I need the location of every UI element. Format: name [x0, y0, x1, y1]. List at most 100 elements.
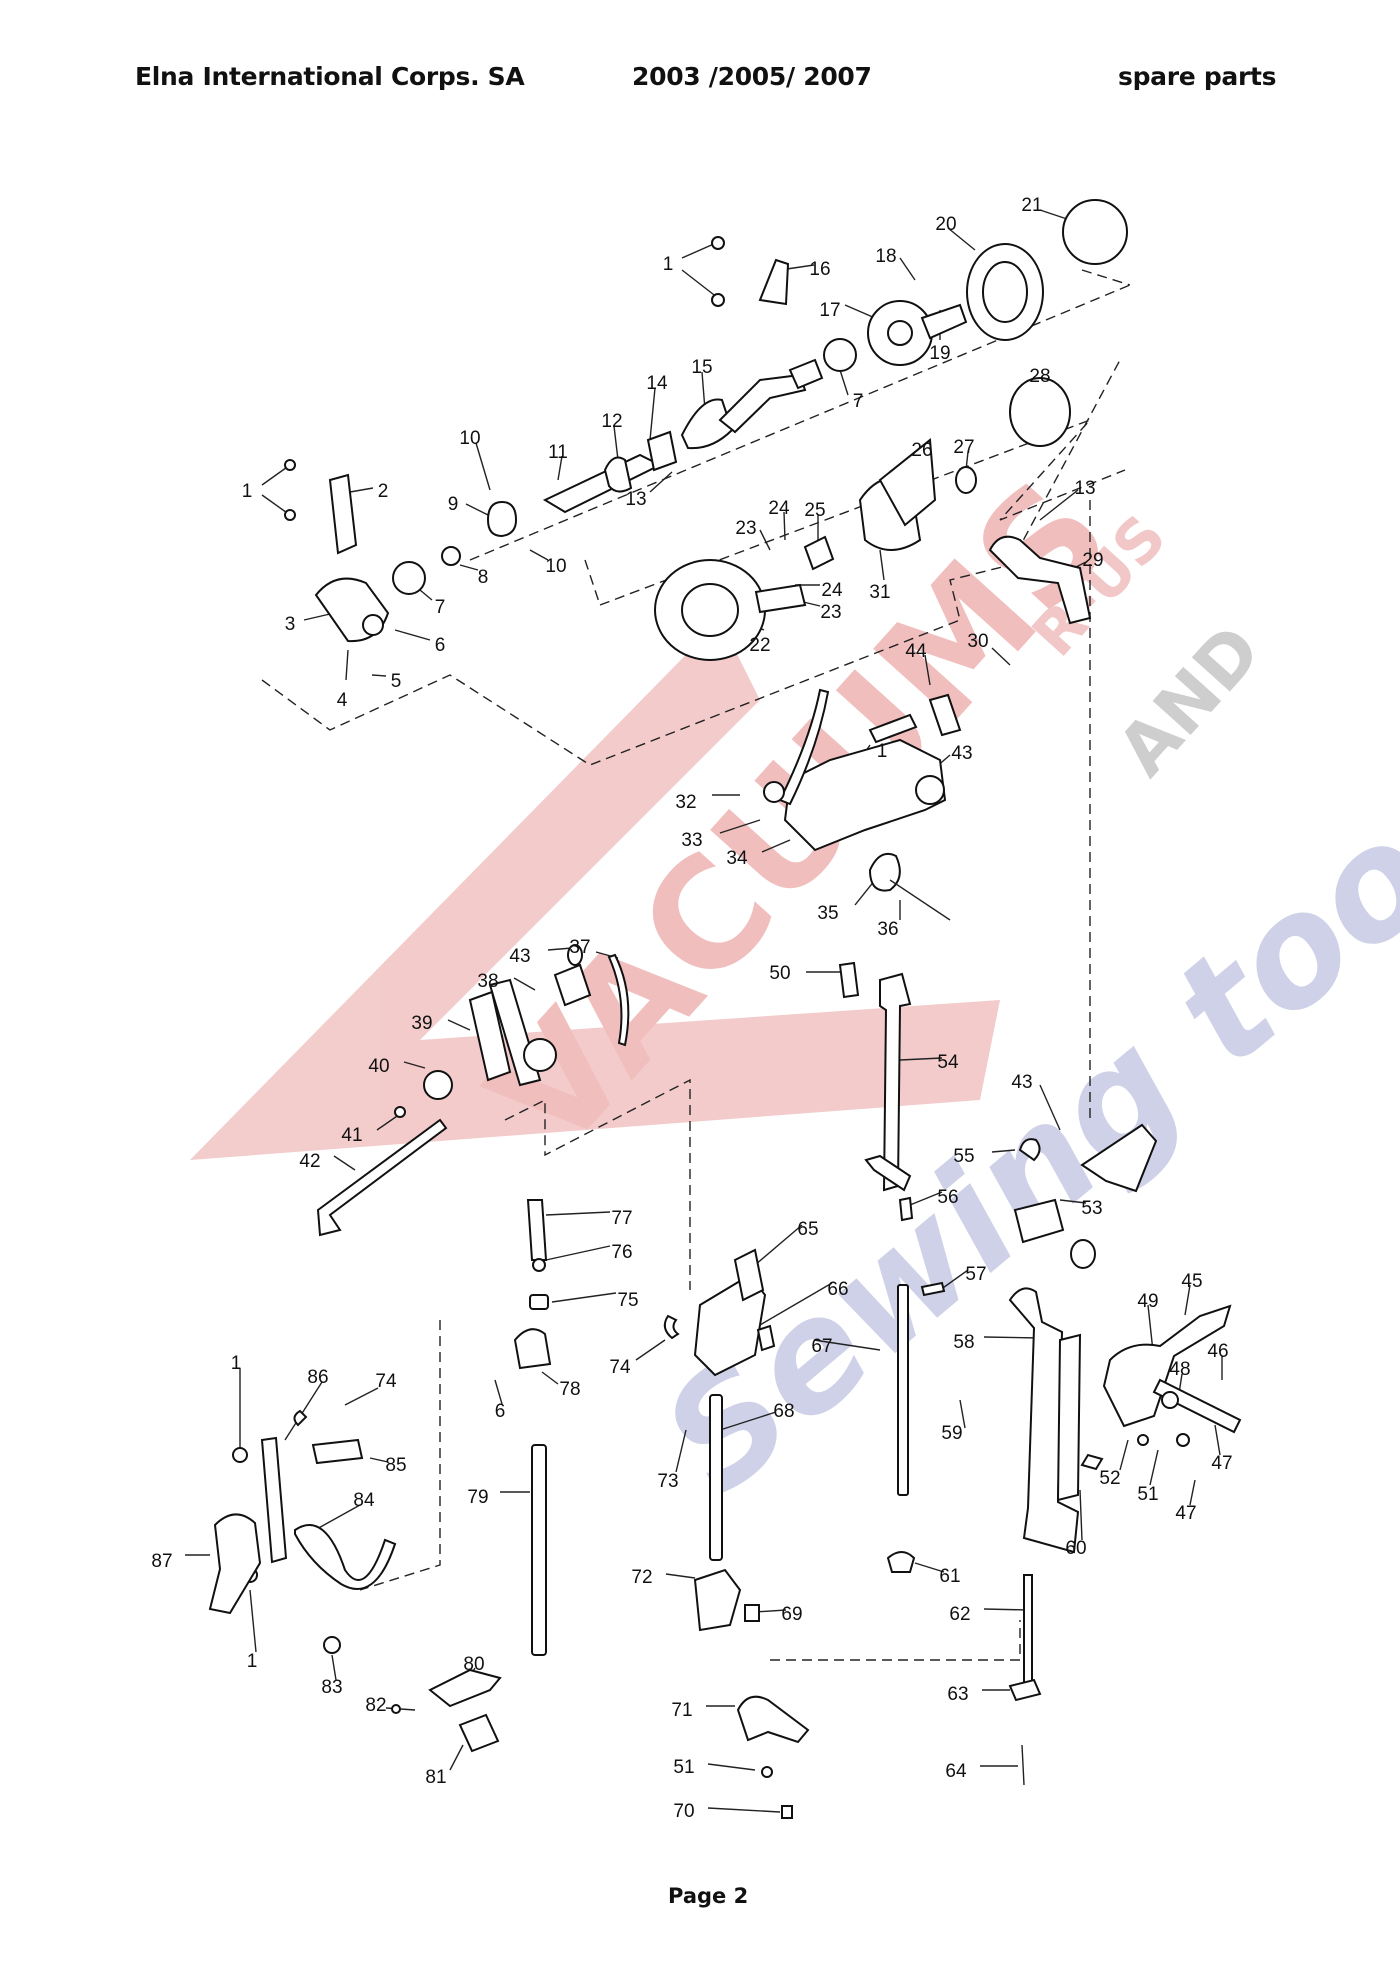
callout-part-50: 50	[769, 963, 790, 984]
callout-part-79: 79	[467, 1487, 488, 1508]
callout-part-24: 24	[821, 580, 843, 601]
callout-part-51: 51	[1137, 1484, 1158, 1505]
right-side-mechanism	[886, 1123, 1242, 1786]
callout-part-20: 20	[935, 214, 956, 235]
needle-bar-mechanism	[316, 688, 962, 1753]
callout-part-65: 65	[797, 1219, 818, 1240]
callout-part-69: 69	[781, 1604, 802, 1625]
callout-part-54: 54	[937, 1052, 959, 1073]
callout-part-72: 72	[631, 1567, 652, 1588]
callout-part-53: 53	[1081, 1198, 1102, 1219]
callout-part-74: 74	[375, 1371, 397, 1392]
callout-part-47: 47	[1211, 1453, 1232, 1474]
page-number: Page 2	[668, 1884, 749, 1908]
callout-part-80: 80	[463, 1654, 484, 1675]
callout-part-63: 63	[947, 1684, 968, 1705]
callout-part-60: 60	[1065, 1538, 1086, 1559]
callout-part-10: 10	[545, 556, 566, 577]
callout-part-57: 57	[965, 1264, 986, 1285]
callout-part-85: 85	[385, 1455, 406, 1476]
callout-part-19: 19	[929, 343, 950, 364]
callout-part-1: 1	[247, 1651, 258, 1672]
callout-part-82: 82	[365, 1695, 386, 1716]
callout-part-81: 81	[425, 1767, 446, 1788]
callout-part-62: 62	[949, 1604, 970, 1625]
callout-part-5: 5	[391, 671, 402, 692]
callout-part-34: 34	[726, 848, 748, 869]
callout-part-6: 6	[495, 1401, 506, 1422]
main-shaft-assembly	[284, 199, 1128, 643]
callout-part-9: 9	[448, 494, 459, 515]
watermark-and: AND	[1102, 610, 1277, 792]
callout-part-1: 1	[877, 741, 888, 762]
callout-part-11: 11	[548, 442, 568, 463]
callout-part-18: 18	[875, 246, 896, 267]
parts	[208, 199, 1242, 1819]
callout-part-52: 52	[1099, 1468, 1120, 1489]
callout-part-26: 26	[911, 440, 932, 461]
callout-part-49: 49	[1137, 1291, 1158, 1312]
callout-part-24: 24	[768, 498, 790, 519]
callout-part-43: 43	[951, 743, 972, 764]
callout-part-12: 12	[601, 411, 622, 432]
callout-part-70: 70	[673, 1801, 694, 1822]
callout-part-51: 51	[673, 1757, 694, 1778]
callout-part-25: 25	[804, 500, 825, 521]
callout-part-42: 42	[299, 1151, 320, 1172]
callout-part-48: 48	[1169, 1359, 1190, 1380]
callout-part-56: 56	[937, 1187, 958, 1208]
callout-part-61: 61	[939, 1566, 960, 1587]
callout-part-68: 68	[773, 1401, 794, 1422]
callout-part-28: 28	[1029, 366, 1050, 387]
callout-part-67: 67	[811, 1336, 832, 1357]
callout-part-3: 3	[285, 614, 296, 635]
callout-part-43: 43	[1011, 1072, 1032, 1093]
callout-part-38: 38	[477, 971, 498, 992]
callout-part-1: 1	[231, 1353, 242, 1374]
callout-part-41: 41	[341, 1125, 362, 1146]
callout-part-29: 29	[1082, 550, 1103, 571]
callout-part-84: 84	[353, 1490, 375, 1511]
header-company: Elna International Corps. SA	[135, 62, 525, 91]
callout-part-39: 39	[411, 1013, 432, 1034]
callout-part-64: 64	[945, 1761, 967, 1782]
header-section: spare parts	[1118, 62, 1277, 91]
callout-part-77: 77	[611, 1208, 632, 1229]
callout-part-13: 13	[625, 489, 646, 510]
callout-part-2: 2	[378, 481, 389, 502]
callout-part-14: 14	[646, 373, 668, 394]
callout-part-23: 23	[820, 602, 841, 623]
callout-part-13: 13	[1074, 478, 1095, 499]
callout-part-15: 15	[691, 357, 712, 378]
callout-part-43: 43	[509, 946, 530, 967]
callout-part-37: 37	[569, 937, 590, 958]
callout-part-10: 10	[459, 428, 480, 449]
callout-part-74: 74	[609, 1357, 631, 1378]
cam-assembly	[654, 377, 1092, 661]
callout-part-55: 55	[953, 1146, 974, 1167]
callout-part-4: 4	[337, 690, 348, 711]
callout-part-76: 76	[611, 1242, 632, 1263]
callout-part-83: 83	[321, 1677, 342, 1698]
callout-part-21: 21	[1021, 195, 1042, 216]
callout-part-40: 40	[368, 1056, 389, 1077]
callout-part-87: 87	[151, 1551, 172, 1572]
callout-part-44: 44	[905, 641, 927, 662]
callout-part-16: 16	[809, 259, 830, 280]
callout-part-45: 45	[1181, 1271, 1202, 1292]
callout-part-31: 31	[869, 582, 890, 603]
callout-part-22: 22	[749, 635, 770, 656]
callout-part-27: 27	[953, 437, 974, 458]
callout-part-47: 47	[1175, 1503, 1196, 1524]
header-models: 2003 /2005/ 2007	[632, 62, 872, 91]
callout-part-58: 58	[953, 1332, 974, 1353]
callout-part-75: 75	[617, 1290, 638, 1311]
callout-part-8: 8	[478, 567, 489, 588]
callout-part-1: 1	[242, 481, 253, 502]
callout-part-78: 78	[559, 1379, 580, 1400]
callout-part-7: 7	[435, 597, 446, 618]
feed-mechanism	[663, 1248, 946, 1819]
lower-left-assembly	[208, 1409, 397, 1654]
